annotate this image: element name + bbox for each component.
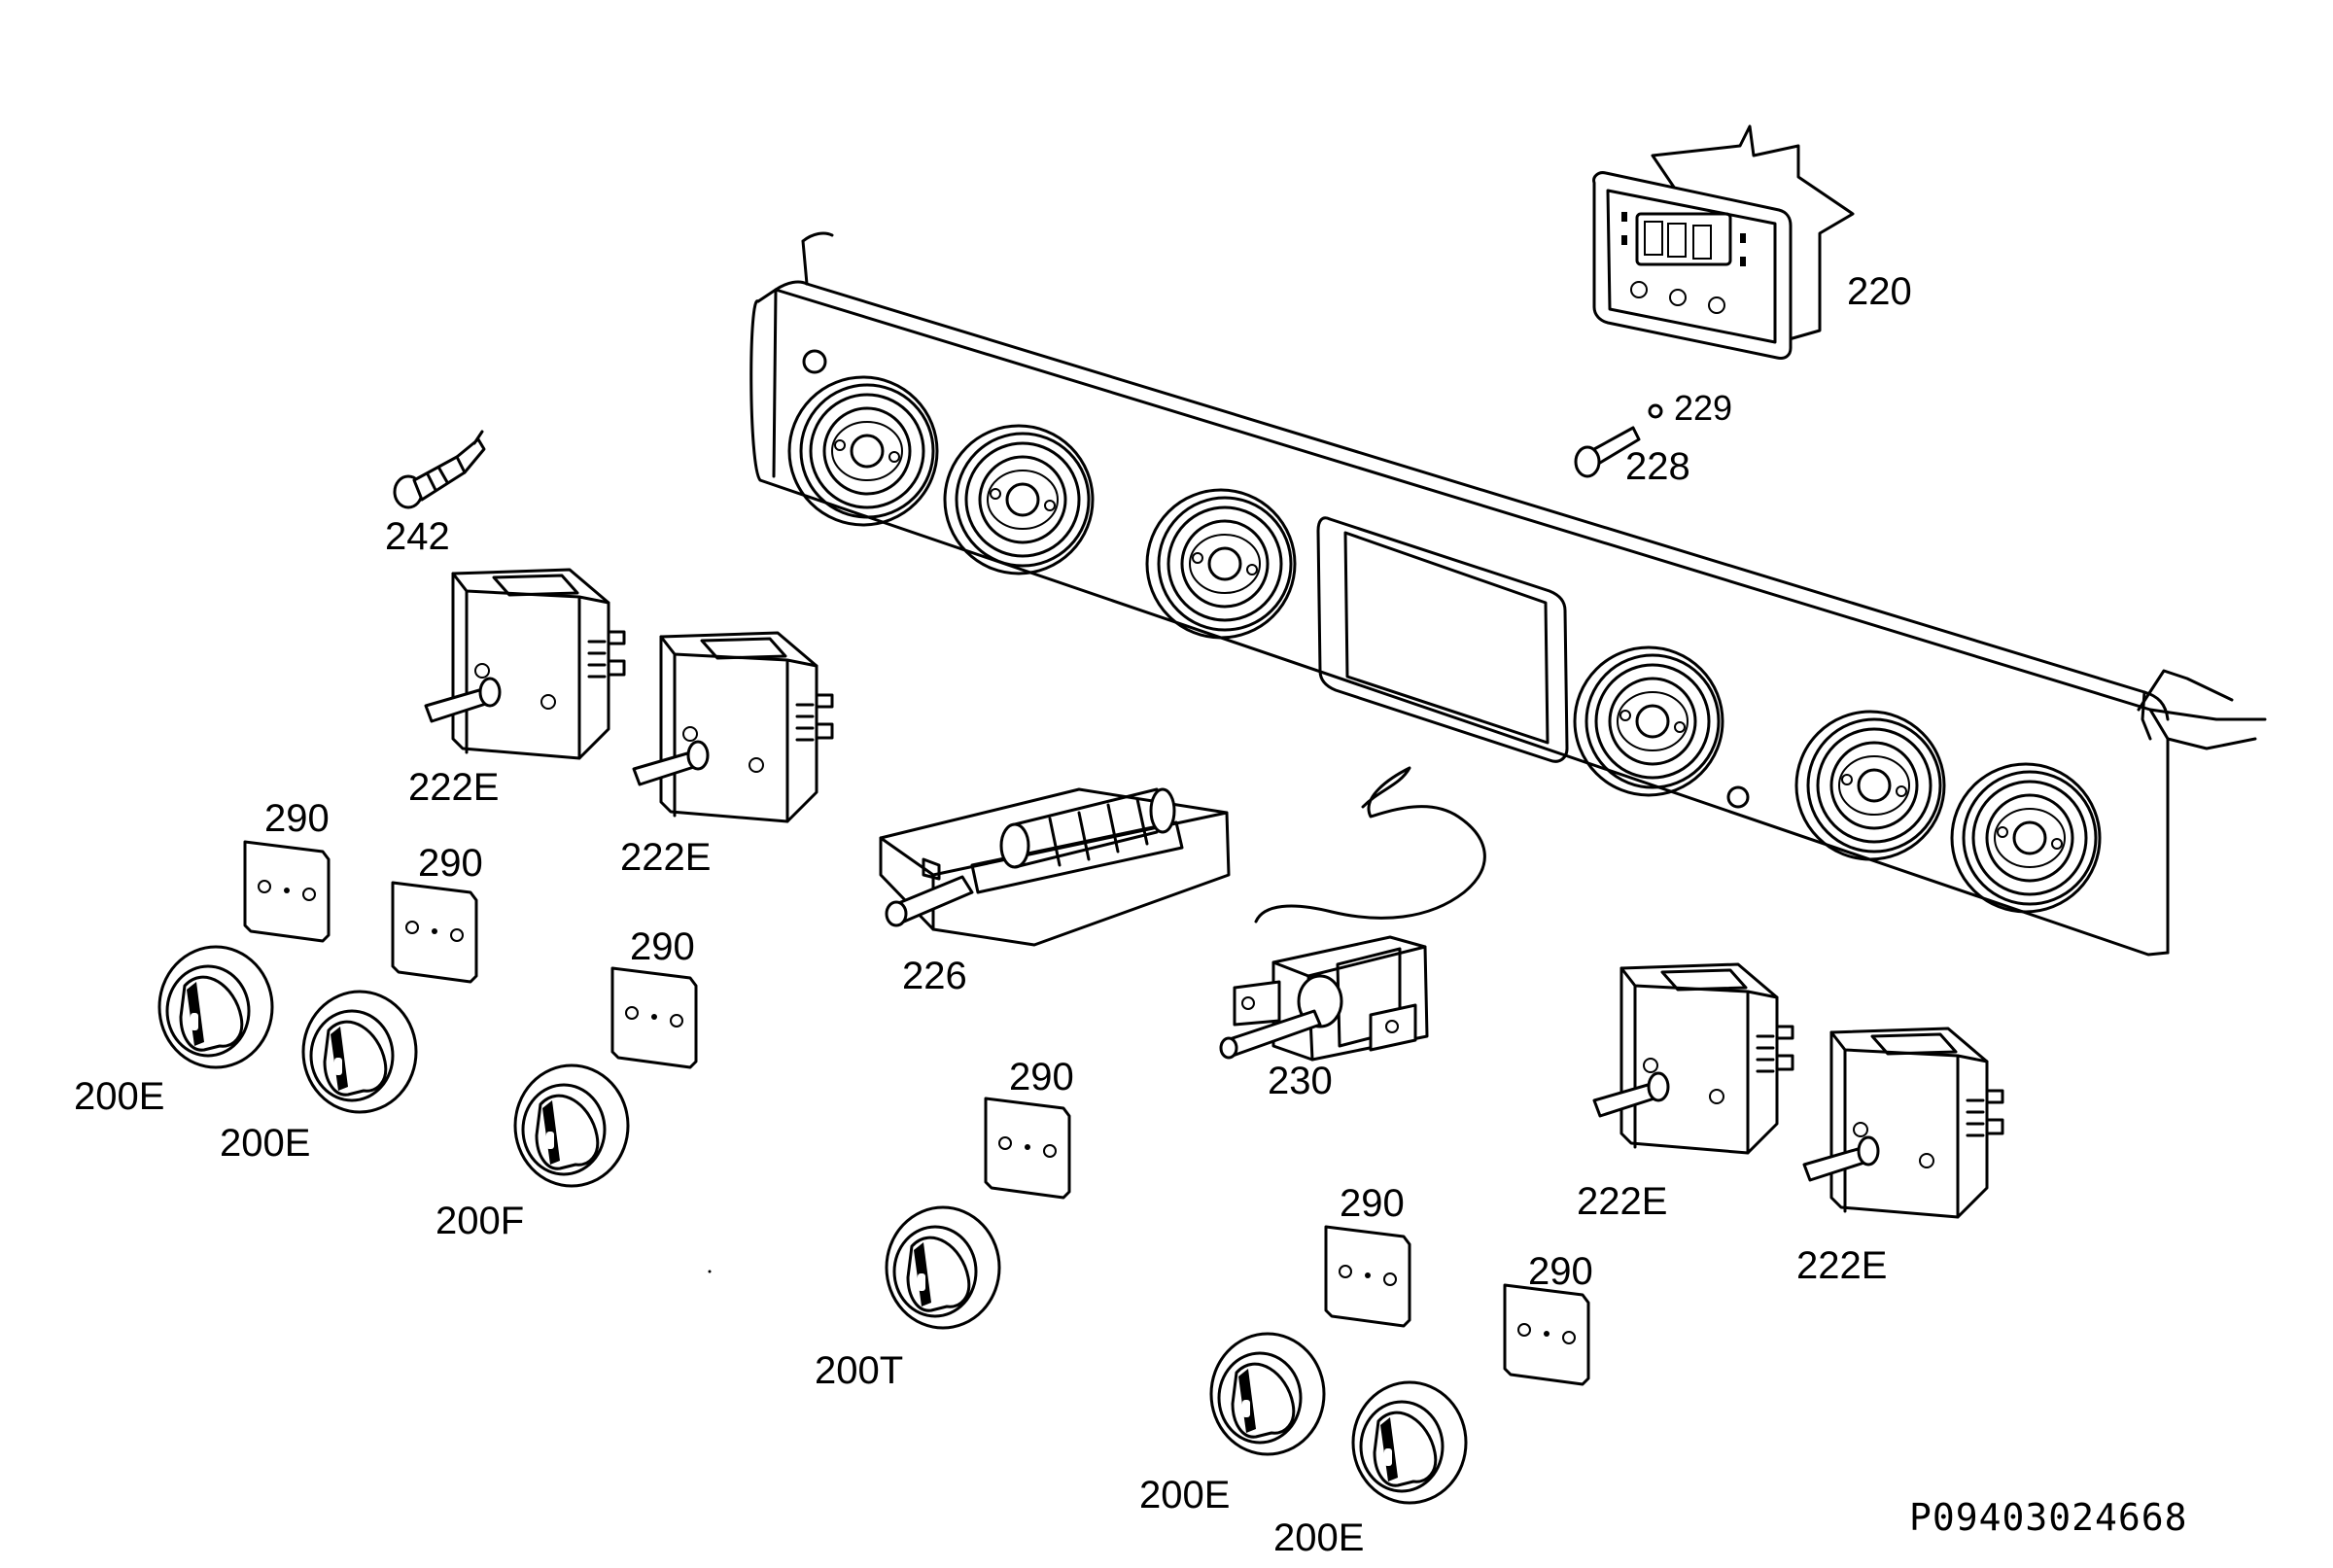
control-panel-fascia xyxy=(749,231,2267,957)
drawing-code: P09403024668 xyxy=(1909,1496,2188,1539)
part-label-290-4: 290 xyxy=(1009,1056,1074,1098)
part-label-228: 228 xyxy=(1625,445,1690,488)
part-label-220: 220 xyxy=(1847,270,1912,313)
signal-lamp xyxy=(393,430,486,509)
part-label-200f: 200F xyxy=(435,1200,525,1242)
part-label-222e-4: 222E xyxy=(1796,1244,1888,1287)
part-label-226: 226 xyxy=(902,955,967,997)
part-label-222e-3: 222E xyxy=(1577,1180,1668,1223)
part-label-229: 229 xyxy=(1674,388,1733,428)
oven-thermostat xyxy=(879,787,1231,947)
part-label-290-2: 290 xyxy=(418,842,483,885)
part-label-200e-4: 200E xyxy=(1273,1516,1365,1559)
part-label-200e-1: 200E xyxy=(74,1075,165,1118)
screw-and-washer xyxy=(1574,403,1663,478)
part-label-222e-2: 222E xyxy=(620,836,712,879)
electronic-timer xyxy=(1592,124,1855,360)
part-label-200e-3: 200E xyxy=(1139,1474,1231,1516)
part-label-200t: 200T xyxy=(815,1349,904,1392)
part-label-230: 230 xyxy=(1268,1060,1333,1102)
part-label-290-6: 290 xyxy=(1528,1250,1593,1293)
part-label-200e-2: 200E xyxy=(220,1122,311,1165)
part-label-222e-1: 222E xyxy=(408,766,500,809)
selector-switch xyxy=(1219,766,1486,1062)
part-label-290-1: 290 xyxy=(264,797,330,840)
part-label-242: 242 xyxy=(385,515,450,558)
part-label-290-3: 290 xyxy=(630,925,695,968)
part-label-290-5: 290 xyxy=(1340,1182,1405,1225)
